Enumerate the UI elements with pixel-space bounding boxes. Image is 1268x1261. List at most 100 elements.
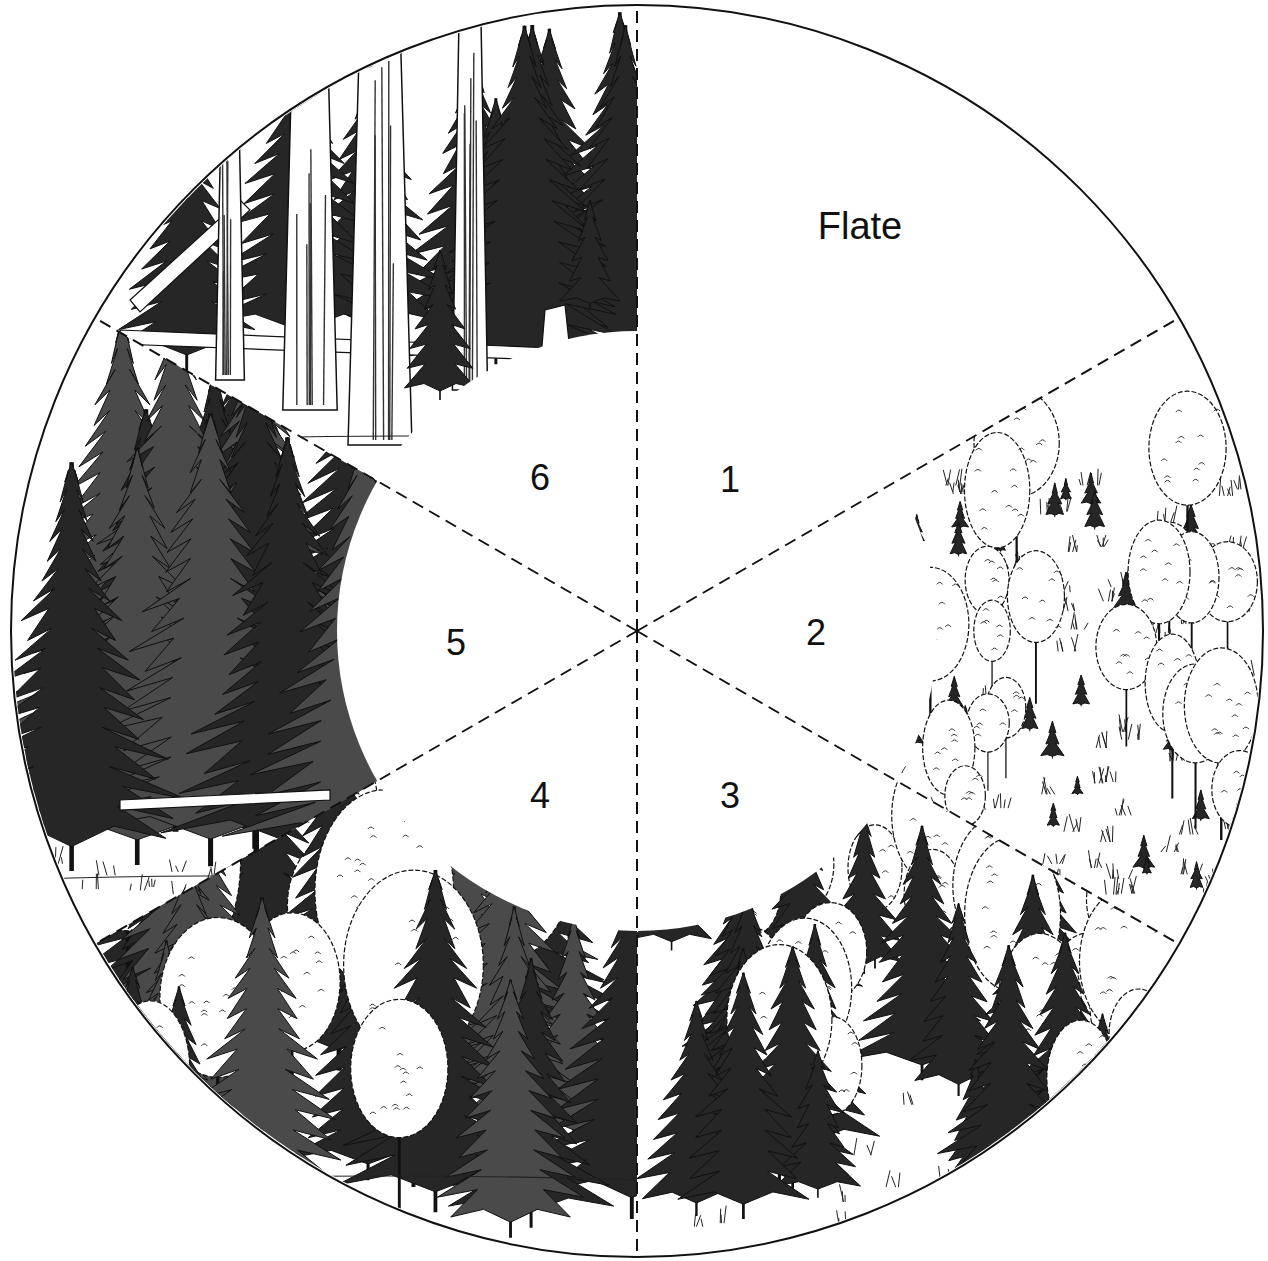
leaf-hatch (1173, 544, 1179, 546)
sector-number: 2 (806, 615, 826, 651)
leaf-hatch (417, 846, 423, 848)
leaf-hatch (1134, 1053, 1140, 1055)
deciduous-crown (1109, 989, 1168, 1080)
leaf-hatch (315, 952, 321, 954)
grass (1239, 853, 1240, 859)
grass (1102, 830, 1107, 842)
leaf-hatch (355, 859, 361, 861)
leaf-hatch (132, 1032, 138, 1034)
leaf-hatch (1121, 926, 1127, 928)
leaf-hatch (1176, 410, 1182, 412)
grass (82, 880, 84, 889)
grass (58, 846, 63, 864)
grass (1119, 727, 1122, 740)
grass (1072, 535, 1076, 552)
spruce (1046, 483, 1064, 515)
leaf-hatch (1084, 1102, 1090, 1104)
leaf-hatch (157, 1026, 163, 1028)
grass (1060, 638, 1063, 651)
leaf-hatch (1142, 600, 1148, 602)
grass (1128, 724, 1131, 740)
leaf-hatch (952, 759, 958, 761)
leaf-hatch (1039, 600, 1045, 602)
grass (378, 857, 379, 865)
grass (1113, 877, 1115, 894)
grass (1102, 732, 1106, 748)
spruce (678, 973, 809, 1204)
spruce (1081, 473, 1101, 504)
bark-hatch (324, 195, 326, 405)
grass (1130, 878, 1135, 893)
leaf-hatch (991, 578, 997, 580)
leaf-hatch (985, 560, 991, 562)
leaf-hatch (308, 936, 314, 938)
grass (1183, 859, 1185, 874)
grass (50, 888, 52, 898)
bark-hatch (306, 244, 308, 405)
grass (1256, 819, 1257, 835)
fallen-log (120, 790, 330, 810)
grass (1141, 1190, 1143, 1208)
leaf-hatch (1033, 957, 1039, 959)
leaf-hatch (281, 957, 287, 959)
grass (1099, 767, 1103, 784)
grass (1240, 827, 1242, 834)
grass (1243, 814, 1246, 831)
leaf-hatch (1240, 775, 1246, 777)
leaf-hatch (992, 874, 998, 876)
grass (1174, 843, 1178, 852)
grass (1227, 489, 1230, 496)
leaf-hatch (1165, 997, 1171, 999)
deciduous-crown (351, 999, 448, 1137)
sector-dividers (95, 5, 1179, 1257)
leaf-hatch (984, 946, 990, 948)
grass (1078, 1133, 1083, 1149)
leaf-hatch (1212, 729, 1218, 731)
deciduous-crown (964, 432, 1029, 547)
leaf-hatch (980, 709, 986, 711)
leaf-hatch (1026, 459, 1032, 461)
leaf-hatch (992, 491, 998, 493)
leaf-hatch (146, 1035, 152, 1037)
leaf-hatch (935, 752, 941, 754)
grass (958, 480, 961, 494)
leaf-hatch (981, 528, 987, 530)
leaf-hatch (1158, 663, 1164, 665)
leaf-hatch (1013, 692, 1019, 694)
grass (724, 1206, 726, 1224)
leaf-hatch (1119, 904, 1125, 906)
leaf-hatch (1194, 468, 1200, 470)
grass (1105, 767, 1109, 783)
grass (1067, 1222, 1068, 1229)
grass (892, 1176, 896, 1187)
leaf-hatch (1175, 659, 1181, 661)
spruce (163, 897, 362, 1207)
leaf-hatch (956, 780, 962, 782)
spruce (1072, 776, 1083, 793)
grass (1082, 1160, 1085, 1172)
leaf-hatch (1113, 630, 1119, 632)
spruce (1142, 856, 1151, 873)
grass (1069, 585, 1071, 592)
leaf-hatch (938, 789, 944, 791)
leaf-hatch (907, 852, 913, 854)
grass (842, 1191, 844, 1202)
old-trunk (283, 20, 337, 410)
grass (1106, 864, 1111, 879)
leaf-hatch (1018, 697, 1024, 699)
leaf-hatch (290, 952, 296, 954)
sector-number: 3 (720, 778, 740, 814)
grass (837, 1210, 840, 1228)
grass (1105, 880, 1107, 895)
leaf-hatch (989, 561, 995, 563)
grass (1228, 487, 1231, 496)
grass (910, 1095, 913, 1105)
grass (1121, 805, 1126, 815)
grass (1238, 840, 1242, 852)
grass (1008, 798, 1011, 809)
leaf-hatch (1157, 1008, 1163, 1010)
grass (1117, 1118, 1118, 1128)
grass (1079, 479, 1081, 485)
leaf-hatch (983, 609, 989, 611)
leaf-hatch (1243, 727, 1249, 729)
